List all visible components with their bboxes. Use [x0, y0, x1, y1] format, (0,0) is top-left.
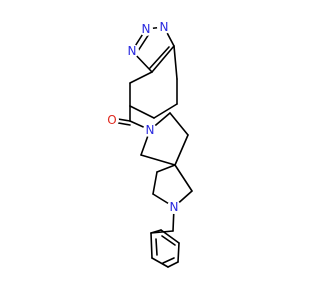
bond [150, 229, 162, 234]
molecule-diagram: N N N N O N [105, 20, 193, 268]
bond [173, 45, 178, 80]
bond [151, 45, 175, 73]
bond [174, 134, 189, 166]
bond [167, 261, 179, 268]
atom-label-n: N [139, 22, 153, 36]
bond [161, 235, 176, 246]
bond [153, 103, 178, 119]
bond [149, 46, 170, 69]
bond [177, 242, 180, 263]
bond [129, 105, 155, 119]
atom-text: N [128, 44, 137, 58]
bond [151, 257, 169, 268]
atom-text: O [107, 113, 116, 127]
atom-label-n: N [143, 123, 157, 137]
bond [169, 112, 189, 136]
bond [129, 71, 153, 84]
atom-text: N [160, 20, 169, 34]
bond [155, 238, 158, 256]
atom-label-n: N [125, 44, 139, 58]
atom-label-n: N [157, 20, 171, 34]
structure-canvas: N N N N O N [105, 20, 193, 268]
atom-text: N [146, 123, 155, 137]
bond [152, 171, 158, 195]
atom-label-o: O [105, 113, 119, 127]
bond [174, 164, 193, 192]
bond [160, 229, 180, 244]
bond [162, 257, 175, 264]
atom-text: N [142, 22, 151, 36]
atom-text: N [170, 200, 179, 214]
atom-label-n: N [167, 200, 181, 214]
bond [156, 164, 176, 173]
bond [150, 232, 153, 259]
bond [140, 154, 176, 166]
